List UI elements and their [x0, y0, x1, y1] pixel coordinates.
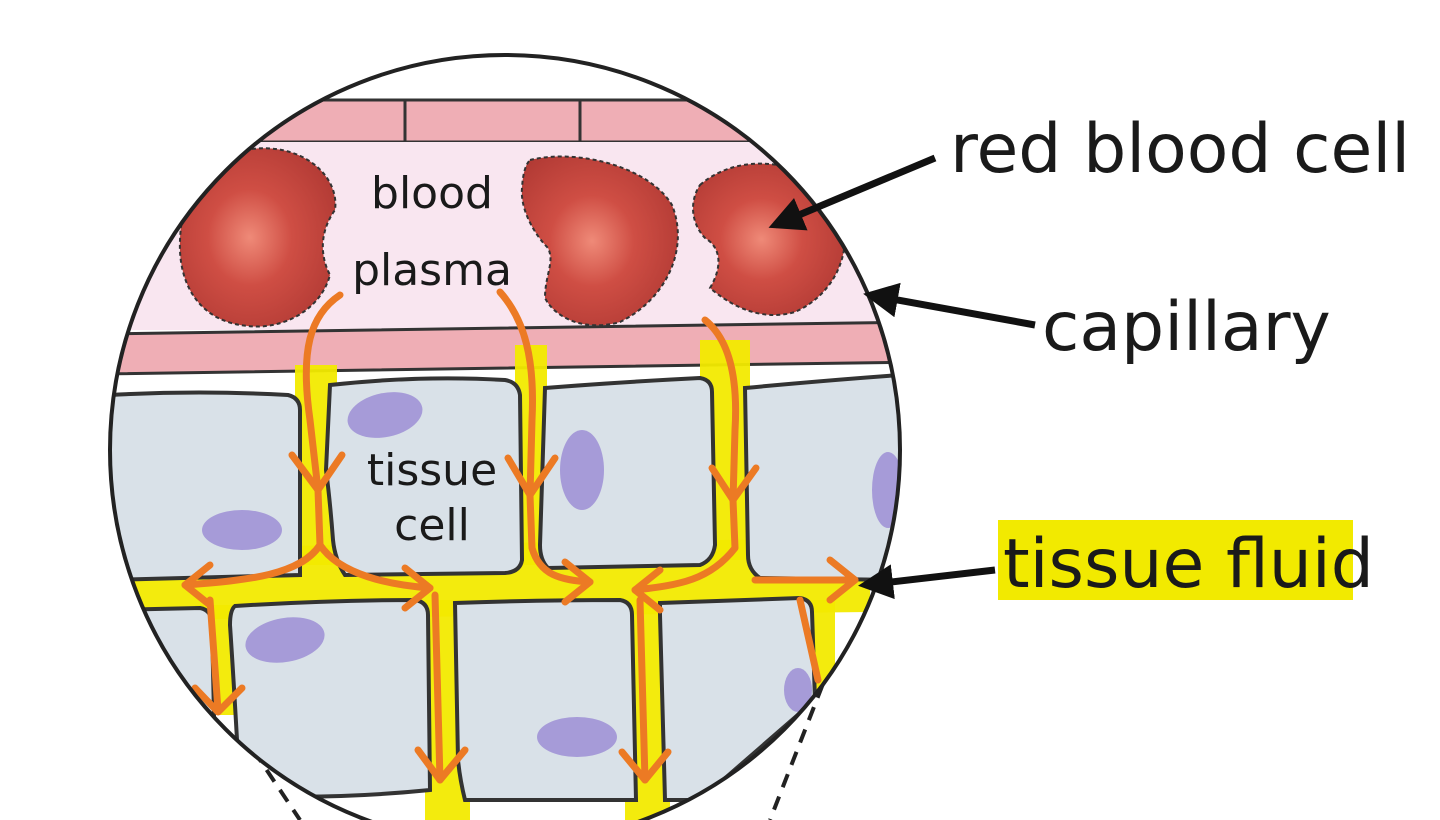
- callout-capillary: capillary: [1042, 288, 1331, 367]
- arrow-tissue-fluid: [858, 564, 996, 600]
- magnified-view: blood plasma tissue cell: [110, 55, 900, 820]
- tissue-cell: [537, 375, 718, 571]
- fluid-flow-arrows: [181, 288, 859, 784]
- callout-tissue-fluid: tissue fluid: [1003, 525, 1374, 604]
- capillary-top-wall: [110, 98, 900, 144]
- callout-red-blood-cell: red blood cell: [950, 110, 1410, 189]
- tissue-cells: [110, 372, 900, 802]
- label-tissue: tissue: [367, 445, 497, 496]
- red-blood-cell: [692, 162, 846, 316]
- label-plasma: plasma: [352, 245, 512, 296]
- cell-nuclei: [202, 392, 900, 757]
- zoom-guide-left: [238, 728, 302, 820]
- tissue-cell: [110, 390, 302, 583]
- magnifier-circle: [108, 53, 902, 820]
- red-blood-cell: [520, 155, 679, 327]
- red-blood-cell: [178, 147, 337, 328]
- arrow-capillary: [863, 282, 1036, 329]
- tissue-cell: [110, 605, 218, 762]
- tissue-cell: [658, 595, 818, 802]
- label-blood: blood: [371, 168, 493, 219]
- label-cell: cell: [394, 500, 470, 551]
- tissue-fluid-label-highlight: [998, 520, 1353, 600]
- tissue-cell: [452, 597, 639, 802]
- red-blood-cells: [178, 147, 846, 328]
- arrow-red-blood-cell: [768, 154, 937, 231]
